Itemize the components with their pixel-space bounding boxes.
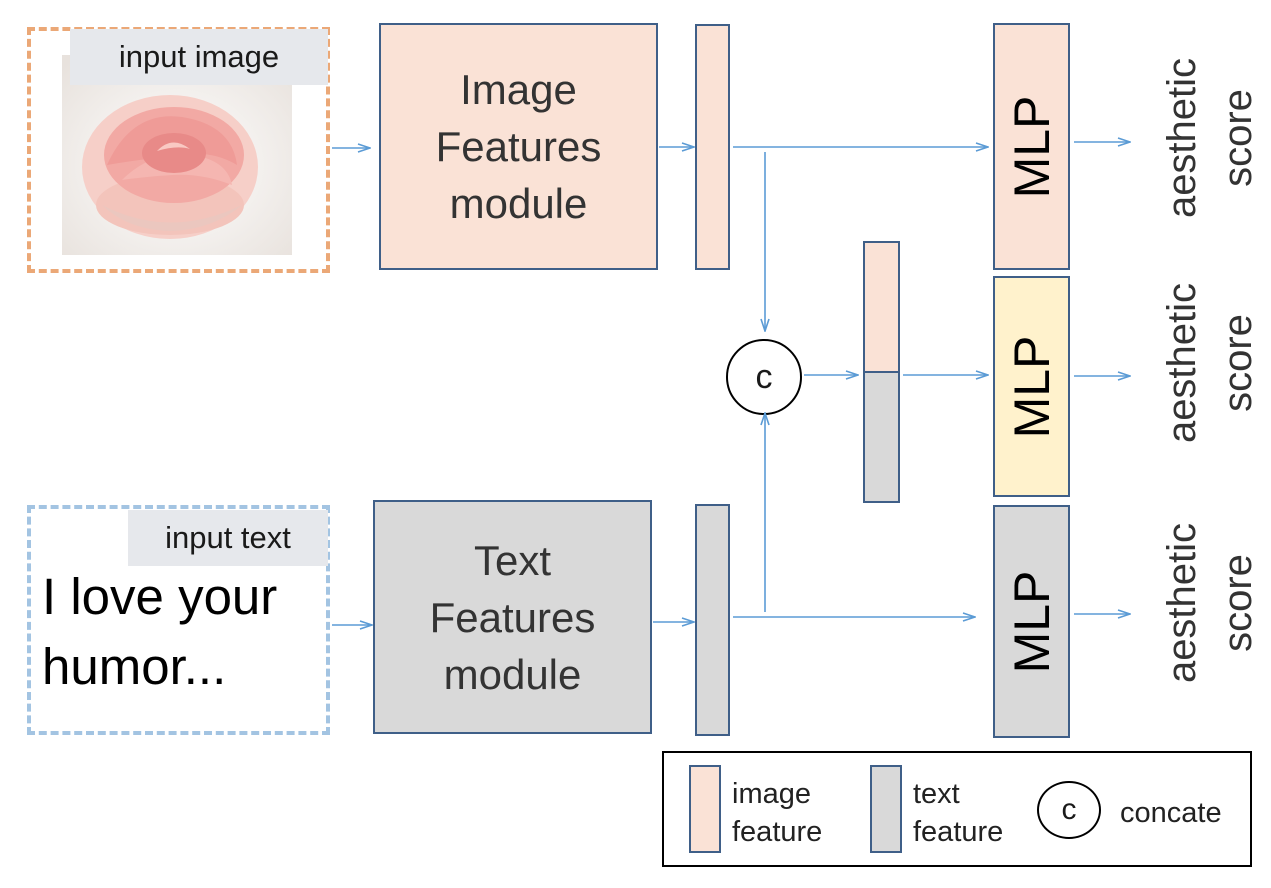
- legend-image-label: image feature: [732, 775, 822, 851]
- text-module-line-3: module: [443, 650, 582, 698]
- text-module-line-1: Text: [473, 536, 552, 584]
- mlp-fusion: MLP: [993, 276, 1070, 497]
- input-text-panel: [27, 505, 330, 735]
- text-module-line-2: Features: [429, 593, 596, 641]
- legend-concat-symbol: c: [1037, 781, 1101, 839]
- legend-text-label: text feature: [913, 775, 1003, 851]
- mlp-text: MLP: [993, 505, 1070, 738]
- image-module-line-3: module: [449, 180, 588, 227]
- legend-image-swatch: [689, 765, 721, 853]
- image-features-module: Image Features module: [379, 23, 658, 270]
- image-module-line-1: Image: [460, 66, 577, 113]
- concat-text-part: [865, 373, 898, 501]
- legend-concat-label: concate: [1120, 797, 1222, 829]
- rose-image: [62, 55, 292, 255]
- text-feature-vector: [695, 504, 730, 736]
- input-text-tag: input text: [128, 510, 328, 566]
- legend: image feature text feature c concate: [662, 751, 1252, 867]
- legend-text-swatch: [870, 765, 902, 853]
- mlp-image: MLP: [993, 23, 1070, 270]
- legend-image-line-2: feature: [732, 816, 823, 848]
- text-features-module: Text Features module: [373, 500, 652, 734]
- input-image-tag: input image: [70, 29, 328, 85]
- concat-image-part: [865, 243, 898, 373]
- rose-picture: [62, 55, 292, 255]
- image-module-line-2: Features: [435, 123, 602, 170]
- concat-operator: c: [726, 339, 802, 415]
- legend-image-line-1: image: [732, 778, 811, 810]
- legend-text-line-1: text: [913, 778, 960, 810]
- input-text-line-2: humor...: [42, 638, 227, 695]
- input-text-line-1: I love your: [42, 568, 278, 625]
- image-feature-vector: [695, 24, 730, 270]
- concatenated-feature-vector: [863, 241, 900, 503]
- legend-text-line-2: feature: [913, 816, 1004, 848]
